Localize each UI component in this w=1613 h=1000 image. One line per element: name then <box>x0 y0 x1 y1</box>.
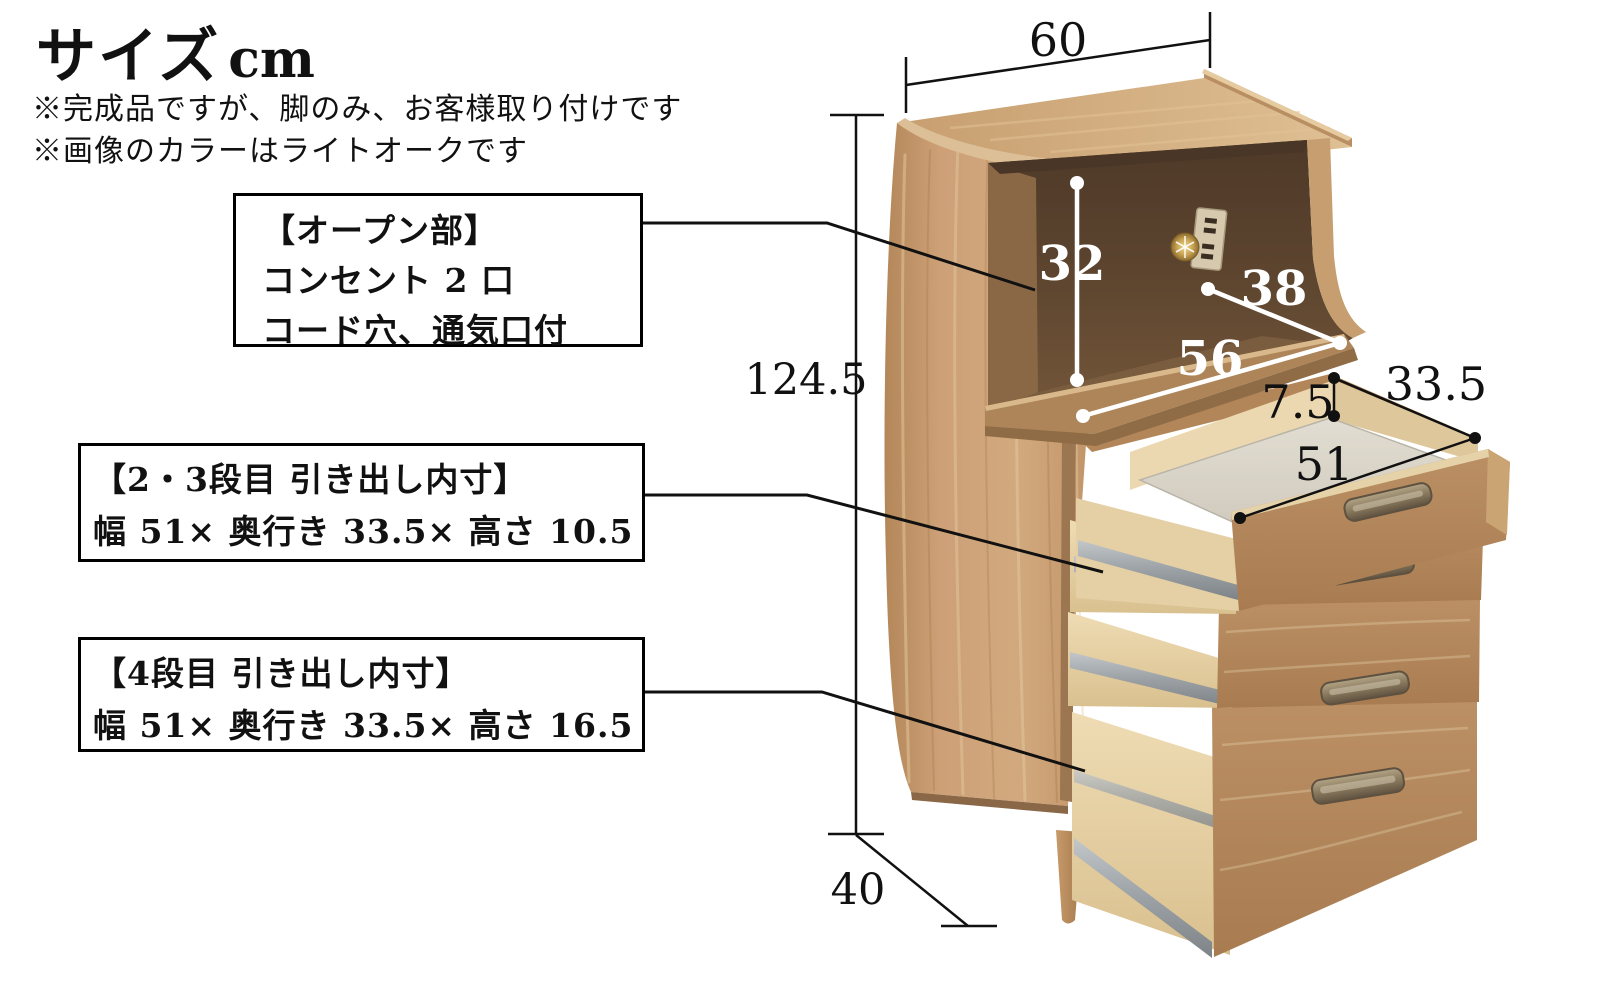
mid-shelf-shadow <box>985 348 1358 446</box>
drawer1-front-top-edge <box>1231 449 1489 520</box>
dim-height-1245-ticks <box>828 113 884 836</box>
drawer1-handle <box>1343 482 1433 522</box>
dimension-labels: 60 124.5 40 32 38 56 7.5 33.5 51 <box>744 13 1487 915</box>
callout-drawer23-title: 【2・3段目 引き出し内寸】 <box>93 460 528 499</box>
page-title-unit: cm <box>228 29 315 90</box>
label-depth-40: 40 <box>831 865 886 915</box>
callout-open-section: 【オープン部】 コンセント 2 口 コード穴、通気口付 <box>233 193 643 350</box>
leader-drawer4 <box>645 690 1086 773</box>
dim-width-60-ticks <box>904 12 1212 113</box>
dim-depth-40-line <box>855 834 969 927</box>
top-back-lip-edge <box>1202 69 1352 141</box>
hutch-right-curve-edge <box>1307 138 1366 338</box>
dim-open-56-line <box>1082 340 1341 419</box>
dimension-dots-white <box>1070 176 1347 423</box>
drawer4-front <box>1212 700 1477 957</box>
drawer3-front <box>1217 598 1480 708</box>
label-open-56: 56 <box>1177 331 1244 387</box>
callout-open-title: 【オープン部】 <box>262 211 499 250</box>
drawer1-right-wall <box>1334 380 1478 462</box>
open-compartment-ceiling-shade <box>988 140 1307 174</box>
cabinet-illustration <box>884 69 1510 958</box>
label-open-32: 32 <box>1039 236 1106 292</box>
leader-lines <box>643 221 1104 773</box>
callout-drawer4-title: 【4段目 引き出し内寸】 <box>93 654 470 693</box>
dim-drawer-335-line <box>1333 376 1476 440</box>
note-assembly: ※完成品ですが、脚のみ、お客様取り付けです <box>32 92 683 127</box>
callout-drawer4-spec: 幅 51× 奥行き 33.5× 高さ 16.5 <box>93 706 634 745</box>
dim-open-38-line <box>1207 286 1341 346</box>
page-title-text: サイズ <box>36 22 221 92</box>
callout-open-cordhole: コード穴、通気口付 <box>262 311 568 350</box>
dimension-dots-black <box>1234 372 1481 524</box>
dim-drawer-51-line <box>1239 436 1476 520</box>
callout-drawer-4: 【4段目 引き出し内寸】 幅 51× 奥行き 33.5× 高さ 16.5 <box>78 637 645 752</box>
label-drawer-51: 51 <box>1295 437 1354 491</box>
drawer4-handle <box>1310 767 1406 805</box>
leader-open-section <box>643 221 1036 292</box>
callout-open-outlets: コンセント 2 口 <box>262 261 515 300</box>
side-panel-bottom-edge <box>911 792 1068 814</box>
label-width-60: 60 <box>1029 13 1088 67</box>
drawer1-front <box>1231 449 1510 611</box>
drawer1-left-rail <box>1078 540 1238 600</box>
label-drawer-335: 33.5 <box>1385 357 1487 411</box>
cord-hole-grommet-icon <box>1170 232 1200 262</box>
drawer4-side <box>1072 712 1230 955</box>
drawer1-back-wall <box>1130 380 1334 490</box>
drawer1-front-endgrain <box>1486 449 1510 535</box>
drawer3-handle <box>1320 670 1410 706</box>
callout-drawer-2-3: 【2・3段目 引き出し内寸】 幅 51× 奥行き 33.5× 高さ 10.5 <box>78 443 645 562</box>
drawer4-rail-upper <box>1074 770 1228 832</box>
mid-shelf-edge <box>985 334 1354 434</box>
label-open-38: 38 <box>1241 261 1308 317</box>
callout-drawer23-spec: 幅 51× 奥行き 33.5× 高さ 10.5 <box>93 512 634 551</box>
note-color: ※画像のカラーはライトオークです <box>32 134 528 169</box>
open-compartment-left-wall <box>988 163 1038 413</box>
dimension-lines-black <box>828 12 1476 928</box>
label-drawer-75: 7.5 <box>1261 375 1334 429</box>
leader-drawer23 <box>645 493 1104 574</box>
dim-width-60-line <box>905 38 1211 87</box>
top-grain <box>949 98 1331 154</box>
drawer3-rail <box>1070 652 1228 706</box>
drawer4-rail <box>1074 838 1212 958</box>
dimension-lines-white <box>1074 183 1341 419</box>
mid-shelf-highlight <box>985 334 1345 411</box>
label-height-1245: 124.5 <box>744 355 867 405</box>
drawer3-grain <box>1223 618 1471 674</box>
